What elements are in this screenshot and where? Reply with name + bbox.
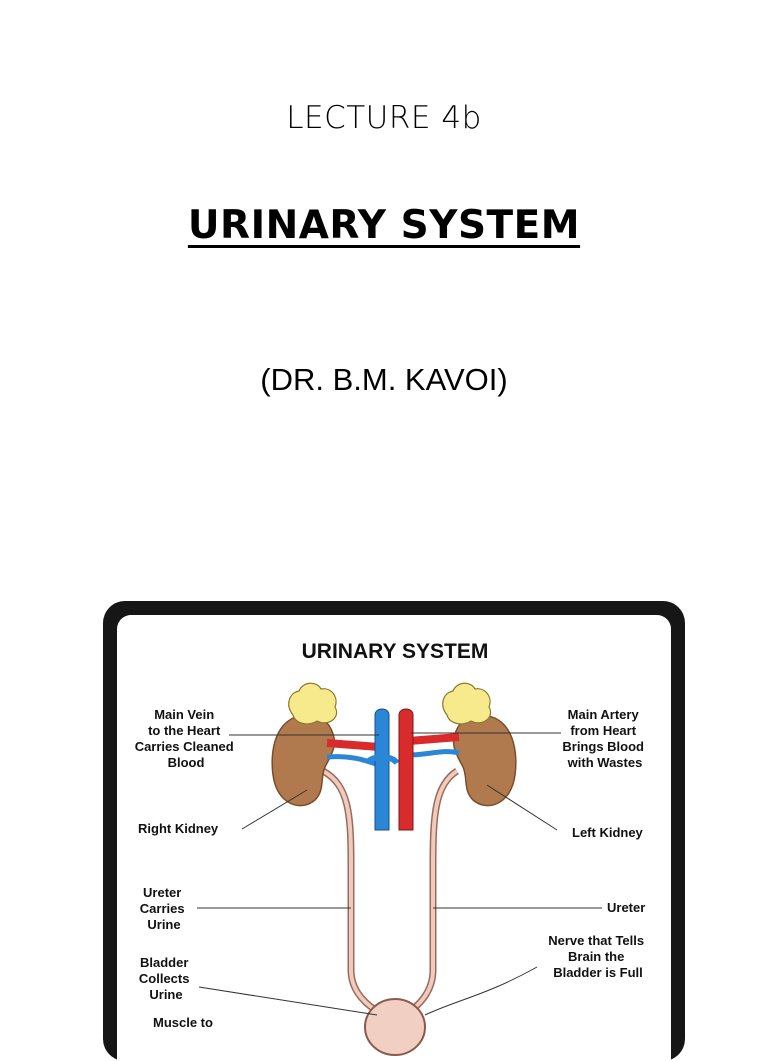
main-artery-label: Main Artery from Heart Brings Blood with… xyxy=(562,707,647,770)
diagram-title: URINARY SYSTEM xyxy=(302,640,489,663)
nerve-label: Nerve that Tells Brain the Bladder is Fu… xyxy=(548,933,647,980)
left-kidney xyxy=(452,715,517,807)
lecture-number: LECTURE 4b xyxy=(286,100,482,136)
bladder xyxy=(364,998,426,1056)
ureters xyxy=(321,767,460,1017)
diagram-labels: Main Vein to the Heart Carries Cleaned B… xyxy=(135,707,647,1030)
left-kidney-label: Left Kidney xyxy=(572,825,644,840)
right-kidney xyxy=(271,715,336,807)
muscle-label: Muscle to xyxy=(153,1015,213,1030)
left-adrenal-gland xyxy=(442,682,492,725)
right-adrenal-gland xyxy=(288,682,338,725)
diagram-svg: URINARY SYSTEM xyxy=(135,640,647,1056)
author-name: (DR. B.M. KAVOI) xyxy=(260,362,508,397)
right-kidney-label: Right Kidney xyxy=(138,821,219,836)
page-title: URINARY SYSTEM xyxy=(187,203,581,248)
bladder-label: Bladder Collects Urine xyxy=(139,955,193,1002)
diagram-frame: URINARY SYSTEM xyxy=(103,601,685,1061)
urinary-system-diagram: URINARY SYSTEM xyxy=(117,615,671,1061)
ureter-right-label: Ureter xyxy=(607,900,645,915)
main-artery xyxy=(398,708,414,831)
main-vein xyxy=(374,708,390,831)
main-vein-label: Main Vein to the Heart Carries Cleaned B… xyxy=(135,707,238,770)
ureter-left-label: Ureter Carries Urine xyxy=(140,885,188,932)
pointer-lines xyxy=(197,732,602,1016)
